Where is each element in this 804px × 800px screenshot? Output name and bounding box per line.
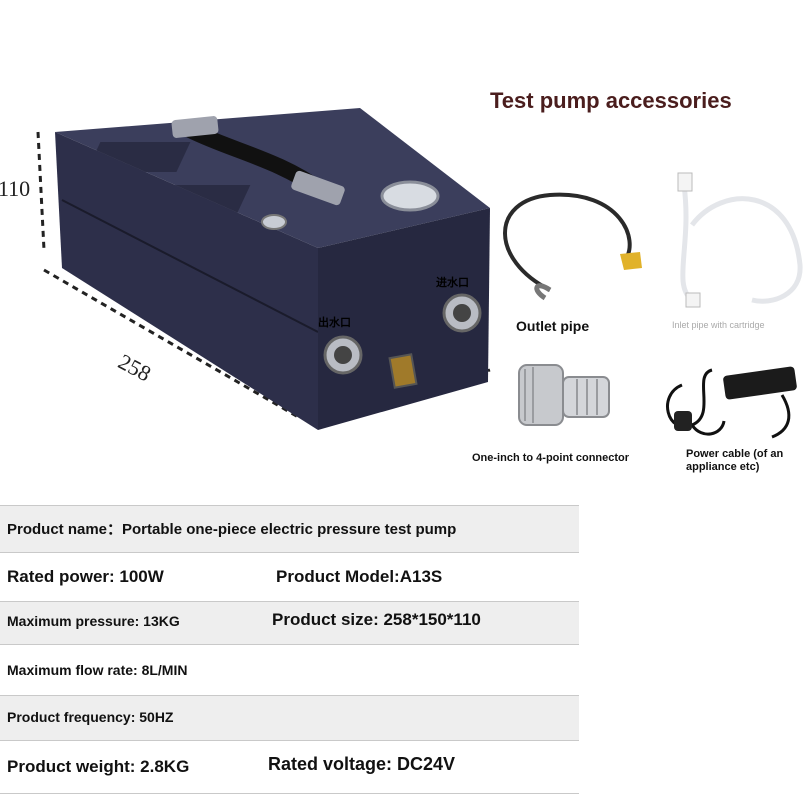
spec-row-product-name: Product name：Portable one-piece electric…: [0, 505, 579, 553]
accessories-title: Test pump accessories: [490, 88, 732, 113]
pump-front-face: [318, 208, 490, 430]
height-dimension-line: [36, 131, 46, 251]
product-name-value: Product name：Portable one-piece electric…: [7, 521, 457, 538]
spec-row-pressure-size: Maximum pressure: 13KG Product size: 258…: [0, 602, 579, 645]
rated-power-value: Rated power: 100W: [7, 567, 164, 586]
product-model-value: Product Model:A13S: [276, 567, 443, 586]
connector-icon: [518, 364, 610, 426]
inlet-port-label: 进水口: [436, 275, 469, 289]
power-cable-icon: [666, 366, 797, 439]
outlet-pipe-label: Outlet pipe: [516, 318, 590, 334]
pressure-gauge-icon: [380, 180, 440, 212]
valve-icon: [388, 353, 418, 389]
inlet-pipe-icon: [677, 172, 803, 308]
spec-row-frequency: Product frequency: 50HZ: [0, 696, 579, 741]
outlet-pipe-icon: [503, 192, 642, 301]
rated-voltage-value: Rated voltage: DC24V: [268, 754, 456, 774]
length-dimension-line: [43, 268, 301, 420]
connector-label: One-inch to 4-point connector: [472, 452, 630, 464]
spec-row-weight-voltage: Product weight: 2.8KG Rated voltage: DC2…: [0, 741, 579, 794]
inlet-pipe-label: Inlet pipe with cartridge: [672, 320, 765, 330]
handle-bracket: [171, 116, 219, 138]
product-frequency-value: Product frequency: 50HZ: [7, 709, 174, 725]
power-button-icon: [261, 214, 287, 230]
pump-left-face: [55, 132, 318, 430]
height-dimension-label: 110: [0, 176, 31, 201]
spec-row-power-model: Rated power: 100W Product Model:A13S: [0, 553, 579, 602]
maximum-pressure-value: Maximum pressure: 13KG: [7, 613, 180, 629]
spec-row-flow-rate: Maximum flow rate: 8L/MIN: [0, 645, 579, 696]
product-weight-value: Product weight: 2.8KG: [7, 757, 190, 776]
pump-illustration: 出水口 进水口: [36, 108, 491, 430]
handle-bracket: [291, 170, 345, 206]
outlet-port-label: 出水口: [318, 315, 351, 329]
spec-table: Product name：Portable one-piece electric…: [0, 505, 579, 794]
product-size-value: Product size: 258*150*110: [272, 610, 481, 629]
power-cable-label: Power cable (of an appliance etc): [686, 448, 784, 473]
maximum-flow-rate-value: Maximum flow rate: 8L/MIN: [7, 662, 188, 678]
